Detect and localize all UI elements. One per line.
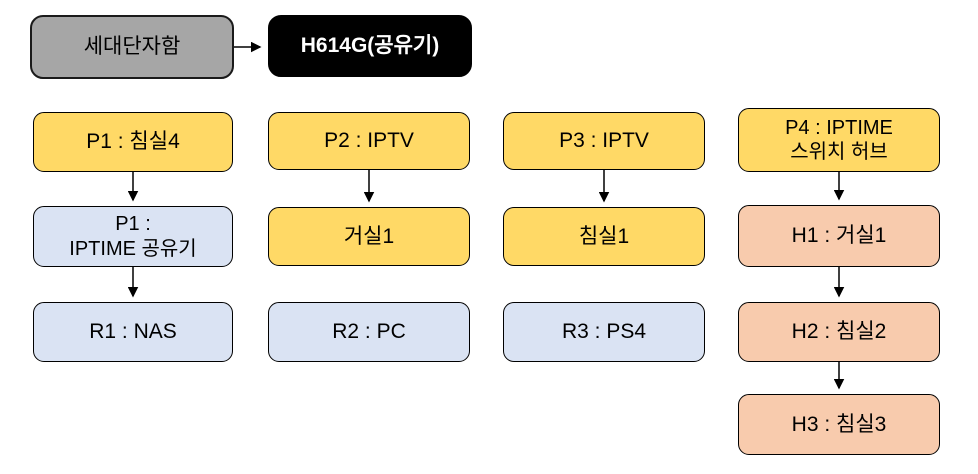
node-r3-ps4: R3 : PS4 (503, 302, 705, 362)
node-hub3-bedroom3: H3 : 침실3 (738, 394, 940, 455)
node-port3-iptv: P3 : IPTV (503, 112, 705, 170)
node-label: R1 : NAS (89, 320, 177, 344)
node-label: P1 : 침실4 (86, 130, 180, 154)
node-hub2-bedroom2: H2 : 침실2 (738, 302, 940, 362)
node-label: P2 : IPTV (324, 129, 414, 153)
node-label: P3 : IPTV (559, 129, 649, 153)
node-label: R2 : PC (332, 320, 406, 344)
node-label: H3 : 침실3 (791, 412, 887, 436)
node-label: 세대단자함 (83, 35, 181, 59)
node-livingroom1: 거실1 (268, 207, 470, 266)
node-bedroom1: 침실1 (503, 207, 705, 266)
node-p1-iptime-router: P1 : IPTIME 공유기 (33, 206, 233, 267)
node-port2-iptv: P2 : IPTV (268, 112, 470, 170)
node-label: H614G(공유기) (300, 34, 440, 58)
node-label: P4 : IPTIME 스위치 허브 (785, 116, 893, 163)
node-h614g-router: H614G(공유기) (268, 15, 472, 77)
node-label: R3 : PS4 (561, 320, 647, 344)
node-junction-box: 세대단자함 (30, 15, 234, 79)
node-r2-pc: R2 : PC (268, 302, 470, 362)
node-hub1-livingroom1: H1 : 거실1 (738, 205, 940, 267)
node-label: 침실1 (578, 224, 630, 248)
node-label: P1 : IPTIME 공유기 (69, 213, 197, 260)
node-label: 거실1 (343, 224, 395, 248)
node-r1-nas: R1 : NAS (33, 302, 233, 362)
node-label: H1 : 거실1 (791, 224, 887, 248)
node-port4-switch-hub: P4 : IPTIME 스위치 허브 (738, 108, 940, 172)
node-label: H2 : 침실2 (791, 320, 887, 344)
node-port1-bedroom4: P1 : 침실4 (33, 112, 233, 172)
